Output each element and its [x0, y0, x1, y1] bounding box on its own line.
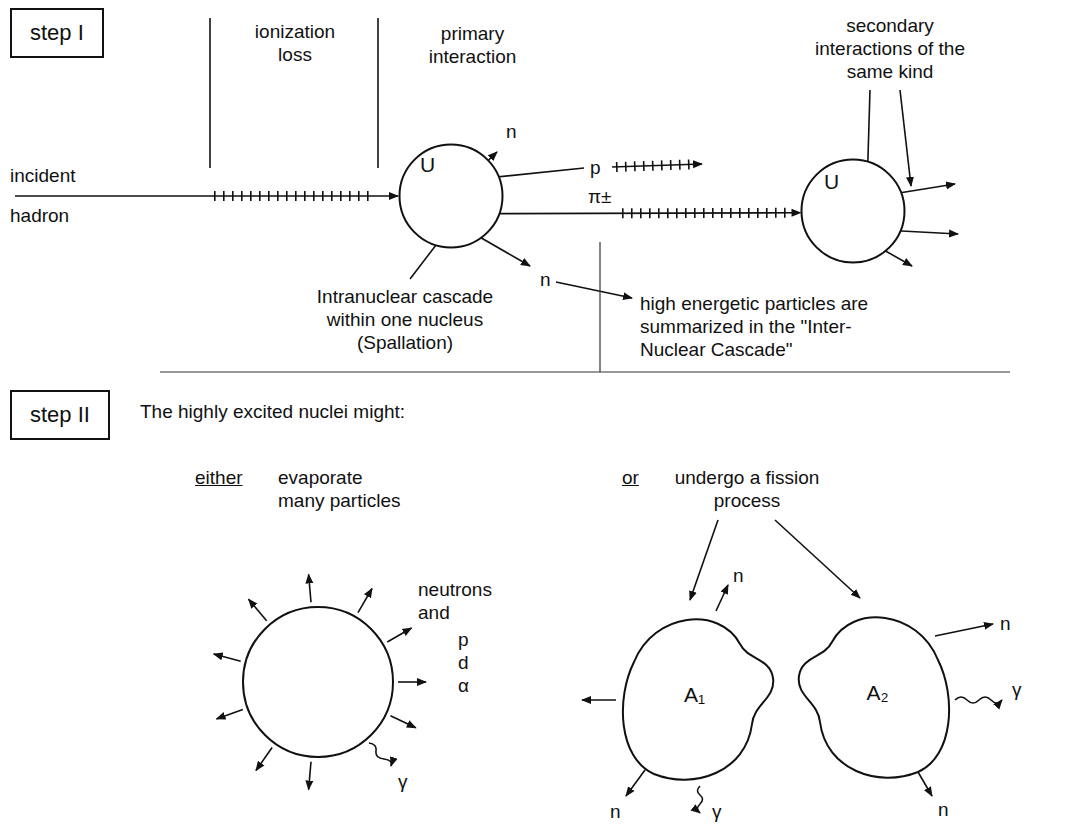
annotation-label: γ: [1012, 678, 1022, 701]
leader-line: [900, 90, 911, 186]
emission-arrow: [249, 599, 267, 620]
annotation-label: undergo a fission process: [672, 466, 822, 512]
annotation-label: incident hadron: [10, 156, 105, 236]
annotation-label: or: [622, 466, 639, 489]
emission-arrow: [626, 770, 645, 796]
annotation-label: n: [1000, 612, 1011, 635]
circle-outline: [398, 143, 504, 249]
nucleus-label: A₂: [866, 681, 888, 705]
gamma-wave: [698, 786, 703, 813]
annotation-label: n: [938, 798, 949, 821]
nucleus-circle: U: [398, 143, 504, 249]
fission-arrow: [775, 520, 860, 598]
step-box: step II: [10, 390, 110, 440]
emission-arrow: [309, 762, 311, 790]
nucleus-label: U: [824, 170, 839, 194]
fission-arrow: [690, 520, 718, 600]
annotation-label: p: [590, 156, 601, 179]
divider-line: [160, 371, 1010, 372]
emission-arrow: [256, 748, 272, 771]
annotation-label: The highly excited nuclei might:: [140, 400, 405, 423]
emission-arrow: [935, 624, 993, 636]
step-label: step II: [30, 402, 90, 427]
emission-arrow: [391, 716, 416, 728]
divider-line: [599, 242, 600, 372]
annotation-label: secondary interactions of the same kind: [810, 14, 970, 83]
circle-outline: [800, 158, 906, 264]
annotation-label: ionization loss: [240, 20, 350, 66]
circle-outline: [400, 145, 503, 248]
emission-arrow: [358, 589, 372, 613]
leader-line: [556, 282, 632, 298]
fragment-outline: [623, 619, 773, 779]
circle-outline: [802, 160, 905, 263]
track-ticks: [622, 208, 788, 218]
gamma-wave: [955, 697, 1002, 703]
annotation-label: α: [458, 674, 469, 697]
annotation-label: neutrons and: [418, 578, 506, 624]
emission-arrow: [918, 772, 932, 796]
particle-track: [499, 209, 801, 217]
annotation-label: n: [610, 800, 621, 823]
nucleus-label: A₁: [684, 683, 705, 707]
annotation-label: n: [733, 564, 744, 587]
fission-fragment: A₁: [612, 600, 777, 790]
arrow-head: [792, 209, 802, 217]
region-line: [209, 18, 211, 168]
step-box: step I: [10, 8, 104, 58]
annotation-label: π±: [588, 185, 612, 208]
proton-track: [612, 164, 702, 167]
annotation-label: n: [506, 120, 517, 143]
gamma-wave: [369, 743, 391, 766]
emission-arrow: [217, 709, 243, 719]
region-line: [377, 18, 379, 168]
annotation-label: p: [458, 628, 469, 651]
track-line: [499, 212, 792, 214]
annotation-label: d: [458, 651, 469, 674]
evaporating-nucleus: [243, 607, 393, 757]
emission-arrow: [398, 681, 426, 683]
incident-track: [15, 195, 398, 197]
emission-arrow: [387, 628, 411, 642]
nucleus-circle: U: [800, 158, 906, 264]
emission-arrow: [309, 574, 311, 602]
emission-arrow: [582, 699, 616, 701]
fragment-outline: [799, 617, 949, 777]
annotation-label: Intranuclear cascade within one nucleus …: [300, 285, 510, 354]
annotation-label: γ: [398, 770, 408, 793]
step-label: step I: [30, 20, 84, 45]
annotation-label: primary interaction: [415, 22, 530, 68]
ionization-ticks: [214, 191, 376, 201]
annotation-label: either: [195, 466, 243, 489]
annotation-label: high energetic particles are summarized …: [640, 292, 875, 361]
fission-fragment: A₂: [795, 598, 960, 788]
annotation-label: n: [540, 268, 551, 291]
emission-arrow: [214, 654, 241, 661]
annotation-label: evaporate many particles: [278, 466, 413, 512]
proton-ticks: [616, 164, 690, 167]
annotation-label: γ: [712, 800, 722, 823]
nucleus-label: U: [420, 153, 435, 177]
emission-arrow: [716, 585, 728, 611]
